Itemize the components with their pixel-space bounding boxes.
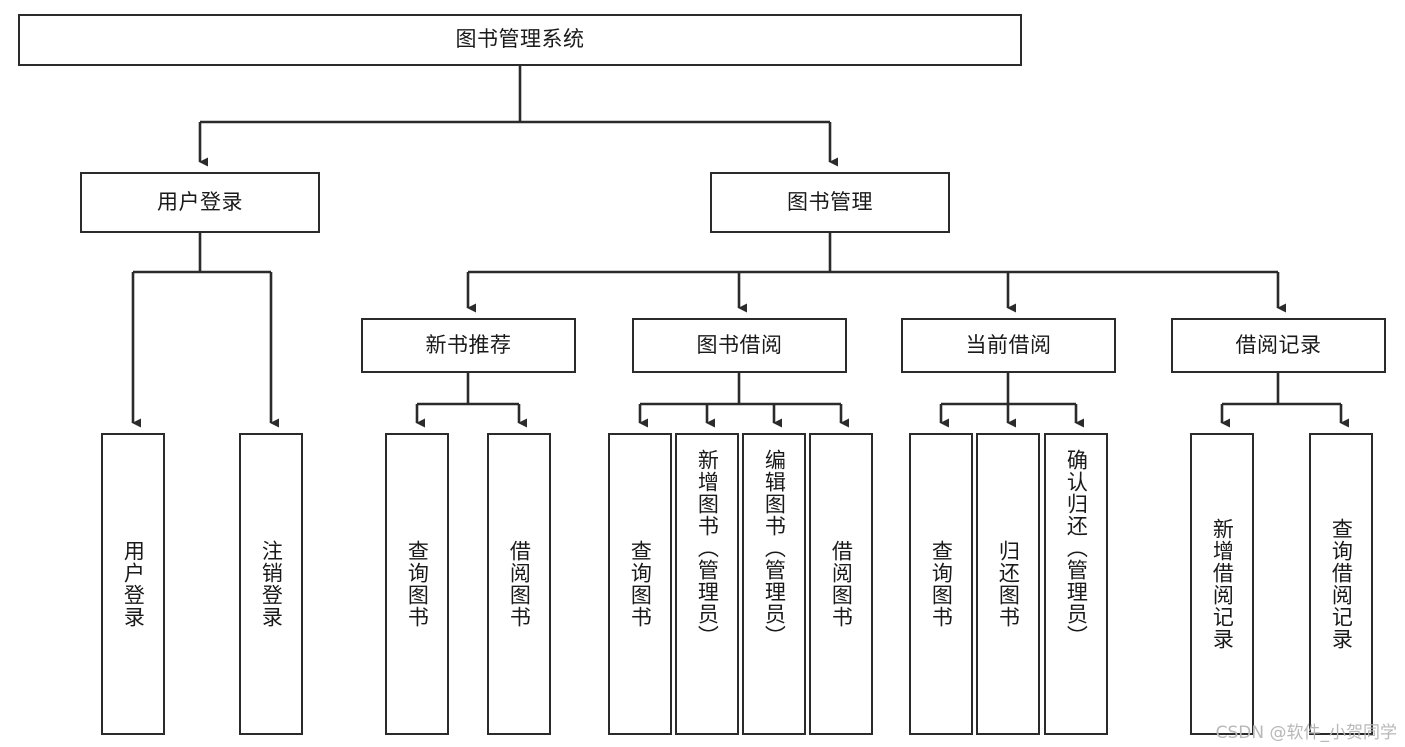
node-book-borrow[interactable]: 图书借阅 [632,318,847,373]
leaf-bb-query-book[interactable]: 查询图书 [608,433,672,735]
leaf-nb-borrow-book[interactable]: 借阅图书 [487,433,551,735]
node-book-management[interactable]: 图书管理 [710,172,950,233]
node-user-login[interactable]: 用户登录 [80,172,320,233]
node-root-system[interactable]: 图书管理系统 [18,14,1022,66]
leaf-nb-query-book-label: 查询图书 [405,540,430,628]
leaf-logout[interactable]: 注销登录 [239,433,303,735]
node-borrow-record[interactable]: 借阅记录 [1171,318,1386,373]
leaf-logout-label: 注销登录 [259,540,284,628]
node-root-system-label: 图书管理系统 [455,27,585,52]
leaf-br-add-record[interactable]: 新增借阅记录 [1190,433,1254,735]
leaf-user-login[interactable]: 用户登录 [101,433,165,735]
leaf-cb-query-book-label: 查询图书 [929,540,954,628]
leaf-bb-add-book-label: 新增图书（管理员） [695,449,720,647]
node-borrow-record-label: 借阅记录 [1235,332,1322,357]
leaf-cb-query-book[interactable]: 查询图书 [909,433,973,735]
leaf-nb-query-book[interactable]: 查询图书 [385,433,449,735]
node-current-borrow-label: 当前借阅 [965,332,1052,357]
node-book-management-label: 图书管理 [787,189,873,214]
leaf-br-add-record-label: 新增借阅记录 [1210,518,1235,650]
leaf-bb-edit-book-label: 编辑图书（管理员） [762,449,787,647]
leaf-bb-borrow-book-label: 借阅图书 [829,540,854,628]
leaf-nb-borrow-book-label: 借阅图书 [507,540,532,628]
leaf-bb-edit-book[interactable]: 编辑图书（管理员） [742,433,806,735]
leaf-bb-add-book[interactable]: 新增图书（管理员） [675,433,739,735]
leaf-cb-confirm-return[interactable]: 确认归还（管理员） [1044,433,1108,735]
leaf-cb-return-book-label: 归还图书 [996,540,1021,628]
leaf-user-login-label: 用户登录 [121,540,146,628]
leaf-cb-return-book[interactable]: 归还图书 [976,433,1040,735]
csdn-watermark: CSDN @软件_小贺同学 [1215,723,1397,743]
node-new-book-recommend-label: 新书推荐 [425,332,512,357]
leaf-bb-borrow-book[interactable]: 借阅图书 [809,433,873,735]
node-book-borrow-label: 图书借阅 [696,332,783,357]
leaf-bb-query-book-label: 查询图书 [628,540,653,628]
leaf-br-query-record[interactable]: 查询借阅记录 [1309,433,1373,735]
node-current-borrow[interactable]: 当前借阅 [901,318,1116,373]
leaf-br-query-record-label: 查询借阅记录 [1329,518,1354,650]
node-new-book-recommend[interactable]: 新书推荐 [361,318,576,373]
leaf-cb-confirm-return-label: 确认归还（管理员） [1064,449,1089,647]
node-user-login-label: 用户登录 [157,189,243,214]
